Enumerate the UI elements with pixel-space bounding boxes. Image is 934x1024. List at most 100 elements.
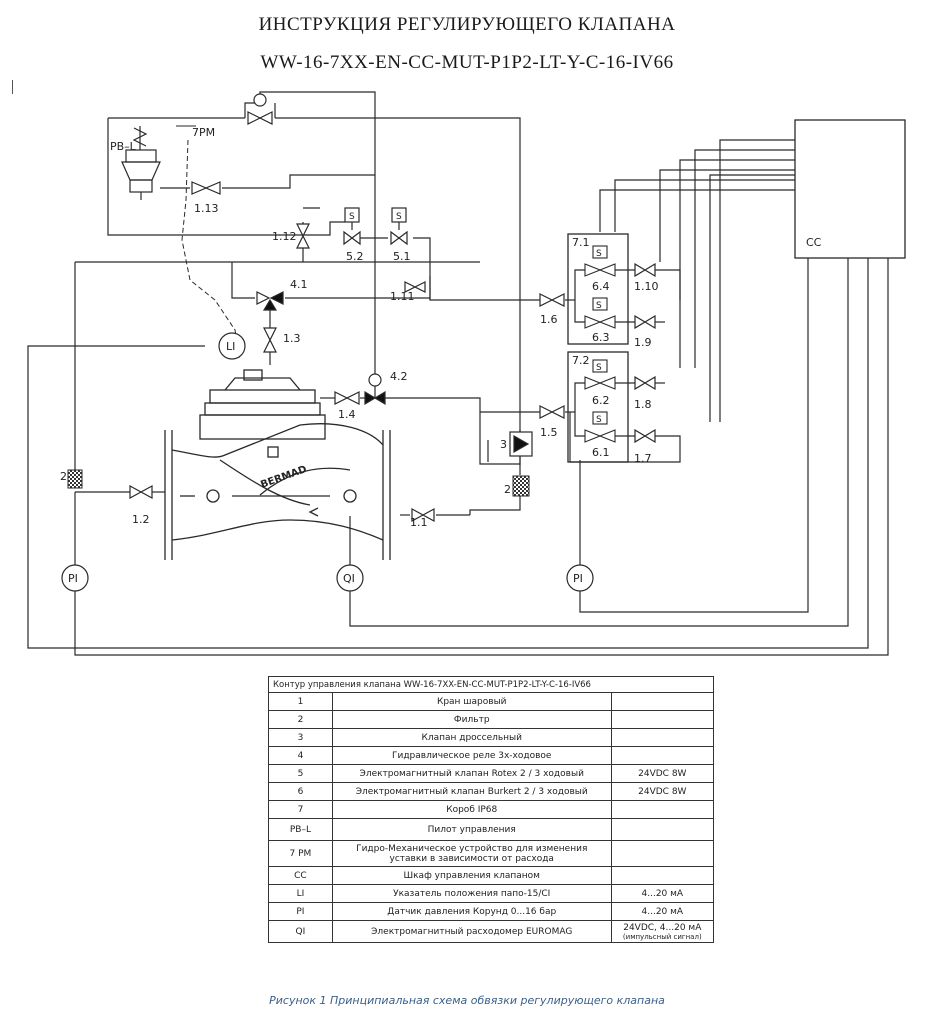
valve-1.9-icon — [634, 314, 656, 330]
filter-2-right-icon — [512, 475, 530, 497]
figure-caption: Рисунок 1 Принципиальная схема обвязки р… — [269, 994, 665, 1007]
throttle-valve-3 — [509, 431, 533, 457]
legend-row: CC Шкаф управления клапаном — [268, 866, 715, 885]
label-6.1: 6.1 — [592, 446, 610, 459]
junction-box-7.1 — [567, 233, 629, 345]
legend-row: 6 Электромагнитный клапан Burkert 2 / 3 … — [268, 782, 715, 801]
legend-row: QI Электромагнитный расходомер EUROMAG 2… — [268, 920, 715, 943]
legend-description: Датчик давления Корунд 0...16 бар — [331, 902, 612, 921]
legend-code: PB–L — [268, 818, 333, 841]
valve-1.11-icon — [404, 281, 426, 293]
legend-value-cell: 24VDC, 4...20 мА (импульсный сигнал) — [610, 920, 715, 943]
valve-1.6-icon — [539, 293, 565, 307]
label-1.12: 1.12 — [272, 230, 297, 243]
legend-row: 7 Короб IP68 — [268, 800, 715, 819]
solenoid-5.1-icon — [390, 230, 408, 246]
document-title: ИНСТРУКЦИЯ РЕГУЛИРУЮЩЕГО КЛАПАНА — [258, 14, 676, 35]
brand-mark: BERMAD — [259, 464, 308, 491]
legend-value — [610, 692, 715, 711]
label-throttle-3: 3 — [500, 438, 507, 451]
legend-value: 24VDC 8W — [610, 782, 715, 801]
legend-value — [610, 840, 715, 867]
label-1.9: 1.9 — [634, 336, 652, 349]
legend-value: 4...20 мА — [610, 902, 715, 921]
legend-row: 4 Гидравлическое реле 3х-ходовое — [268, 746, 715, 765]
valve-1.3-icon — [263, 327, 277, 353]
valve-1.5-icon — [539, 405, 565, 419]
piping-schematic: BERMAD — [27, 91, 906, 656]
legend-value — [610, 710, 715, 729]
coil-label-6.3: S — [596, 301, 602, 311]
valve-1.7-icon — [634, 428, 656, 444]
valve-model-code: WW-16-7XX-EN-CC-MUT-P1P2-LT-Y-C-16-IV66 — [260, 52, 674, 73]
pressure-sensor-pi-left — [61, 564, 89, 592]
legend-row: PB–L Пилот управления — [268, 818, 715, 841]
valve-1.10-icon — [634, 262, 656, 278]
label-1.3: 1.3 — [283, 332, 301, 345]
relay-4.2-icon — [364, 390, 377, 406]
label-1.10: 1.10 — [634, 280, 659, 293]
coil-label-6.4: S — [596, 249, 602, 259]
label-1.2: 1.2 — [132, 513, 150, 526]
legend-row: 7 PM Гидро-Механическое устройство для и… — [268, 840, 715, 867]
legend-code: 5 — [268, 764, 333, 783]
label-li: LI — [226, 340, 235, 353]
valve-1.12-icon — [296, 223, 310, 249]
legend-value — [610, 818, 715, 841]
solenoid-6.1-icon — [584, 429, 616, 443]
legend-code: LI — [268, 884, 333, 903]
valve-top-icon — [247, 111, 273, 125]
legend-row: 1 Кран шаровый — [268, 692, 715, 711]
label-pb-l: PB–L — [110, 140, 137, 153]
label-1.4: 1.4 — [338, 408, 356, 421]
label-cc: CC — [806, 236, 822, 249]
legend-description: Электромагнитный клапан Burkert 2 / 3 хо… — [331, 782, 612, 801]
legend-value — [610, 746, 715, 765]
legend-code: 7 PM — [268, 840, 333, 867]
solenoid-5.2-icon — [343, 230, 361, 246]
legend-value — [610, 728, 715, 747]
legend-description: Указатель положения папо-15/CI — [331, 884, 612, 903]
label-4.1: 4.1 — [290, 278, 308, 291]
legend-title: Контур управления клапана WW-16-7XX-EN-C… — [268, 676, 714, 693]
pressure-sensor-pi-right — [566, 564, 594, 592]
label-1.13: 1.13 — [194, 202, 219, 215]
solenoid-6.2-coil-icon — [592, 359, 608, 373]
label-6.2: 6.2 — [592, 394, 610, 407]
legend-value: 24VDC 8W — [610, 764, 715, 783]
legend-description: Гидравлическое реле 3х-ходовое — [331, 746, 612, 765]
label-1.1: 1.1 — [410, 516, 428, 529]
solenoid-6.3-coil-icon — [592, 297, 608, 311]
legend-description: Гидро-Механическое устройство для измене… — [331, 840, 612, 867]
junction-box-7.2 — [567, 351, 629, 463]
relay-4.1-right-icon — [269, 291, 284, 305]
valve-top-actuator-icon — [253, 93, 267, 107]
legend-value: 4...20 мА — [610, 884, 715, 903]
legend-table: Контур управления клапана WW-16-7XX-EN-C… — [268, 676, 715, 943]
legend-code: QI — [268, 920, 333, 943]
solenoid-6.2-icon — [584, 376, 616, 390]
main-control-valve — [164, 369, 391, 560]
solenoid-6.4-coil-icon — [592, 245, 608, 259]
legend-description: Электромагнитный расходомер EUROMAG — [331, 920, 612, 943]
legend-code: 7 — [268, 800, 333, 819]
legend-code: 4 — [268, 746, 333, 765]
coil-label-5.2: S — [349, 212, 355, 222]
valve-1.8-icon — [634, 375, 656, 391]
label-1.6: 1.6 — [540, 313, 558, 326]
legend-code: 3 — [268, 728, 333, 747]
legend-description: Шкаф управления клапаном — [331, 866, 612, 885]
label-1.8: 1.8 — [634, 398, 652, 411]
relay-4.1-left-icon — [256, 291, 271, 305]
label-1.7: 1.7 — [634, 452, 652, 465]
legend-code: 1 — [268, 692, 333, 711]
legend-description: Пилот управления — [331, 818, 612, 841]
label-4.2: 4.2 — [390, 370, 408, 383]
label-5.2: 5.2 — [346, 250, 364, 263]
coil-label-5.1: S — [396, 212, 402, 222]
legend-row: 2 Фильтр — [268, 710, 715, 729]
label-pi-right: PI — [573, 572, 583, 585]
label-box-7.1: 7.1 — [572, 236, 590, 249]
legend-row: PI Датчик давления Корунд 0...16 бар 4..… — [268, 902, 715, 921]
relay-4.2-actuator-icon — [368, 373, 382, 387]
